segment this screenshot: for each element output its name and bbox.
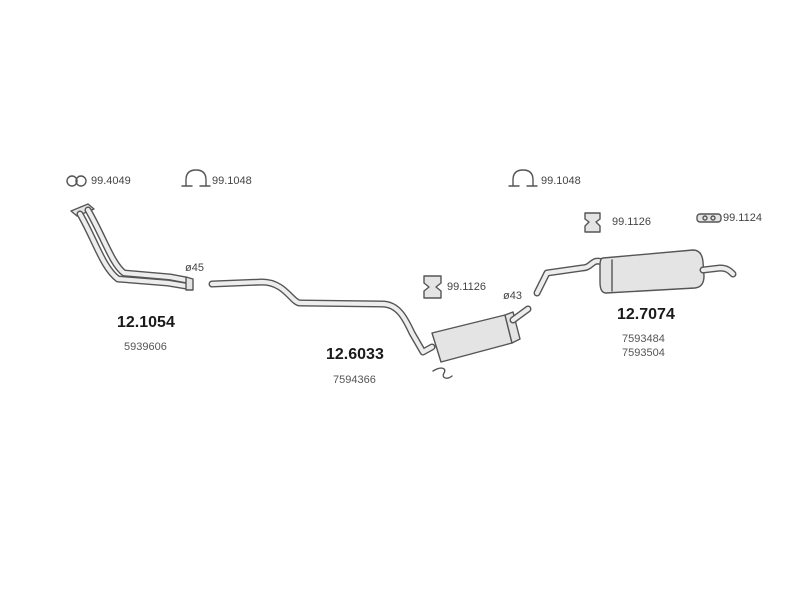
rubber-mount-icon: [584, 212, 601, 233]
clamp-icon: [181, 169, 211, 187]
hardware-label-rubber-strap: 99.1124: [723, 212, 762, 224]
rubber-mount-icon: [423, 275, 442, 299]
part-number-rear-silencer: 12.7074: [617, 306, 675, 323]
part-number-front-pipe: 12.1054: [117, 314, 175, 331]
hardware-label-rubber-mount: 99.1126: [612, 216, 651, 228]
rear-silencer-icon: [533, 249, 737, 297]
hardware-label-gasket: 99.4049: [91, 175, 131, 187]
rubber-strap-icon: [696, 213, 722, 223]
hardware-label-clamp: 99.1048: [541, 175, 581, 187]
gasket-icon: [66, 175, 87, 187]
diameter-label-middle: ø43: [503, 290, 522, 302]
hardware-label-clamp: 99.1048: [212, 175, 252, 187]
middle-silencer-icon: [208, 278, 532, 379]
front-pipe-icon: [70, 203, 194, 291]
oe-number: 7593484: [622, 333, 665, 345]
clamp-icon: [508, 169, 538, 187]
diameter-label-front: ø45: [185, 262, 204, 274]
hardware-label-rubber-mount: 99.1126: [447, 281, 486, 293]
part-number-middle-silencer: 12.6033: [326, 346, 384, 363]
oe-number: 7594366: [333, 374, 376, 386]
oe-number: 7593504: [622, 347, 665, 359]
oe-number: 5939606: [124, 341, 167, 353]
